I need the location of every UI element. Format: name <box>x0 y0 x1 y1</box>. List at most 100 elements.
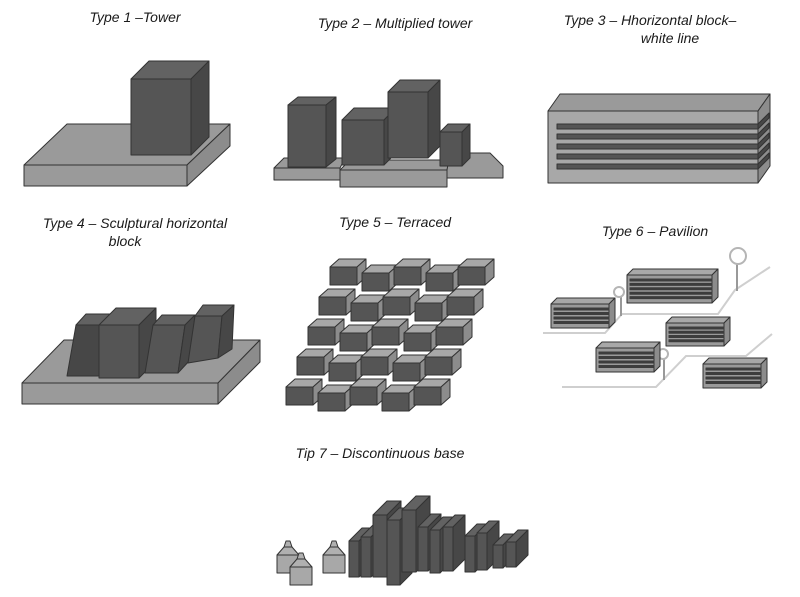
pavilion-5-stripe-2 <box>705 372 762 375</box>
terrace-cube-r1-c5-front <box>457 266 486 286</box>
pavilion-3-stripe-1 <box>668 326 725 330</box>
pavilion-4-stripe-3 <box>598 360 655 364</box>
figure-type-5-terraced <box>285 258 495 412</box>
base-slab-front <box>23 164 188 187</box>
slab-6-front <box>417 526 429 572</box>
slab-7-front <box>429 529 441 574</box>
house-2-cupola <box>296 552 306 560</box>
tower-3-side <box>427 79 441 159</box>
pavilion-5-stripe-4 <box>705 381 762 384</box>
terrace-cube-r5-c2-front <box>317 392 346 412</box>
pavilion-5-stripe-1 <box>705 367 762 371</box>
slab-5-front <box>401 509 417 573</box>
tower-1-side <box>325 96 337 168</box>
caption-type-7: Tip 7 – Discontinuous base <box>295 445 465 461</box>
terrace-cube-r2-c3-front <box>382 296 411 316</box>
tower-front <box>130 78 192 156</box>
pavilion-3-top <box>665 316 731 324</box>
lamp-1 <box>613 286 625 298</box>
terrace-cube-r4-c2-front <box>328 362 357 382</box>
terrace-cube-r5-c5-front <box>413 386 442 406</box>
terrace-cube-r1-c1-front <box>329 266 358 286</box>
pavilion-4-stripe-4 <box>598 365 655 368</box>
house-1-roof <box>276 546 300 556</box>
house-2-walls <box>289 566 313 586</box>
figure-type-2-multiplied-tower <box>273 79 504 188</box>
base-1-front <box>273 167 341 181</box>
terrace-cube-r4-c4-front <box>392 362 421 382</box>
figure-type-1-tower <box>23 60 231 187</box>
terrace-cube-r2-c2-front <box>350 302 379 322</box>
stripe-1 <box>556 123 759 130</box>
stripe-3 <box>556 143 759 150</box>
pavilion-2-top <box>626 268 719 276</box>
pavilion-4-side <box>653 341 661 373</box>
pavilion-4-stripe-1 <box>598 351 655 355</box>
tower-3-front <box>387 91 429 159</box>
pavilion-1-top <box>550 297 616 305</box>
terrace-cube-r3-c1-front <box>307 326 336 346</box>
pavilion-1-stripe-3 <box>553 316 610 320</box>
house-3-walls <box>322 554 346 574</box>
caption-type-4: Type 4 – Sculptural horizontal block <box>20 214 250 250</box>
stripe-side-1 <box>757 112 770 130</box>
base-2-front <box>339 169 448 188</box>
pavilion-1-stripe-4 <box>553 321 610 324</box>
terrace-cube-r3-c3-front <box>371 326 400 346</box>
slab-4-front <box>386 519 401 586</box>
terrace-cube-r5-c1-front <box>285 386 314 406</box>
slab-1-front <box>348 540 360 578</box>
terrace-cube-r4-c5-front <box>424 356 453 376</box>
figure-type-7-discontinuous-base <box>276 495 529 586</box>
pavilion-3-stripe-3 <box>668 335 725 338</box>
caption-type-4-line1: Type 4 – Sculptural horizontal <box>42 215 228 231</box>
pavilion-1-stripe-1 <box>553 307 610 311</box>
slab-10-front <box>476 532 488 571</box>
path-line-1 <box>543 266 771 334</box>
slab-11-front <box>492 544 504 569</box>
terrace-cube-r4-c1-front <box>296 356 325 376</box>
caption-type-5: Type 5 – Terraced <box>338 214 452 230</box>
block-2-front <box>98 324 140 379</box>
slab-12-front <box>505 541 517 568</box>
terrace-cube-r1-c3-front <box>393 266 422 286</box>
tower-4-front <box>439 131 463 167</box>
stripe-side-5 <box>757 152 770 170</box>
pavilion-5-top <box>702 357 768 365</box>
pavilion-3-stripe-4 <box>668 339 725 343</box>
caption-type-3-line1: Type 3 – Hhorizontal block– <box>563 12 737 28</box>
stripe-side-2 <box>757 122 770 140</box>
caption-type-3: Type 3 – Hhorizontal block– white line <box>540 11 760 47</box>
stripe-side-3 <box>757 132 770 150</box>
pavilion-1-stripe-2 <box>553 312 610 315</box>
pavilion-5-side <box>760 357 768 389</box>
terrace-cube-r1-c4-front <box>425 272 454 292</box>
caption-type-2: Type 2 – Multiplied tower <box>317 15 473 31</box>
house-1-cupola <box>283 540 293 548</box>
tower-1-front <box>287 104 327 168</box>
slab-9-front <box>464 535 476 573</box>
terrace-cube-r2-c5-front <box>446 296 475 316</box>
caption-type-4-line2: block <box>108 233 142 249</box>
pavilion-2-stripe-1 <box>629 278 713 282</box>
terrace-cube-r3-c5-front <box>435 326 464 346</box>
pavilion-2-side <box>711 268 719 304</box>
base-slab-front <box>21 382 219 405</box>
pavilion-2-stripe-2 <box>629 282 713 286</box>
stripe-4 <box>556 153 759 160</box>
pavilion-2-stripe-3 <box>629 287 713 291</box>
block-top <box>547 93 771 112</box>
slab-3-front <box>372 514 388 578</box>
stripe-side-4 <box>757 142 770 160</box>
block-1-front <box>66 324 101 377</box>
house-3-cupola <box>329 540 339 548</box>
terrace-cube-r5-c3-front <box>349 386 378 406</box>
pavilion-1-side <box>608 297 616 329</box>
pavilion-2-stripe-4 <box>629 291 713 295</box>
figure-type-4-sculptural-block <box>21 304 261 405</box>
stripe-5 <box>556 163 759 170</box>
house-3-roof <box>322 546 346 556</box>
terrace-cube-r5-c4-front <box>381 392 410 412</box>
caption-type-3-line2: white line <box>640 30 700 46</box>
